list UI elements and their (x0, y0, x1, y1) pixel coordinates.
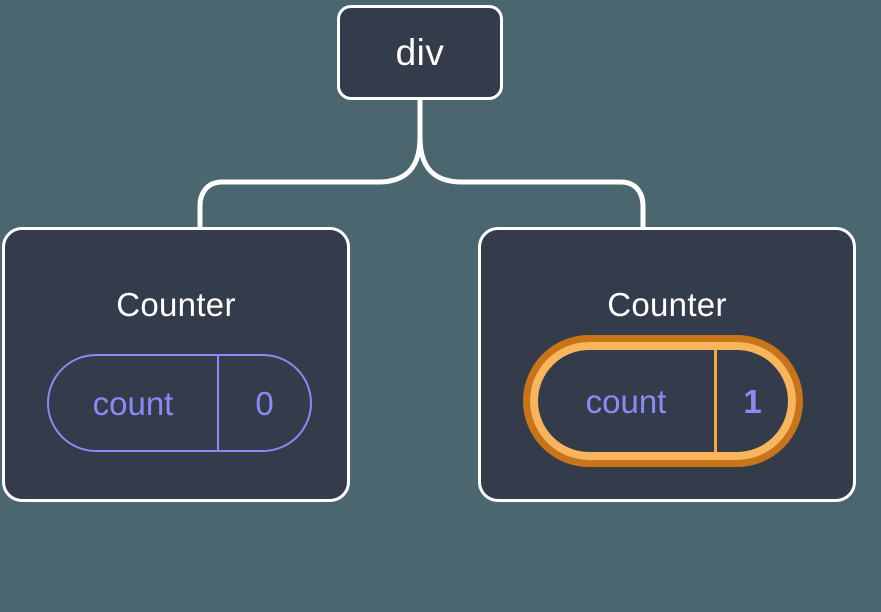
counter-right-title: Counter (607, 286, 727, 323)
state-pill-right-inner-ring: count 1 (530, 342, 796, 460)
connector-branch-left (197, 134, 423, 232)
counter-left-title: Counter (116, 286, 236, 323)
node-counter-right[interactable]: Counter count 1 (478, 227, 856, 502)
state-pill-left[interactable]: count 0 (47, 354, 312, 452)
component-tree-diagram: div Counter count 0 Counter count 1 (2, 5, 856, 502)
connector-branch-right (417, 134, 646, 232)
state-key-right: count (538, 350, 717, 452)
state-value-left: 0 (255, 384, 274, 422)
node-div-label: div (395, 32, 445, 73)
state-pill-right-highlighted[interactable]: count 1 (523, 335, 803, 467)
node-div[interactable]: div (337, 5, 503, 100)
state-key-left: count (49, 356, 219, 450)
node-counter-left[interactable]: Counter count 0 (2, 227, 350, 502)
state-value-right: 1 (743, 382, 762, 420)
